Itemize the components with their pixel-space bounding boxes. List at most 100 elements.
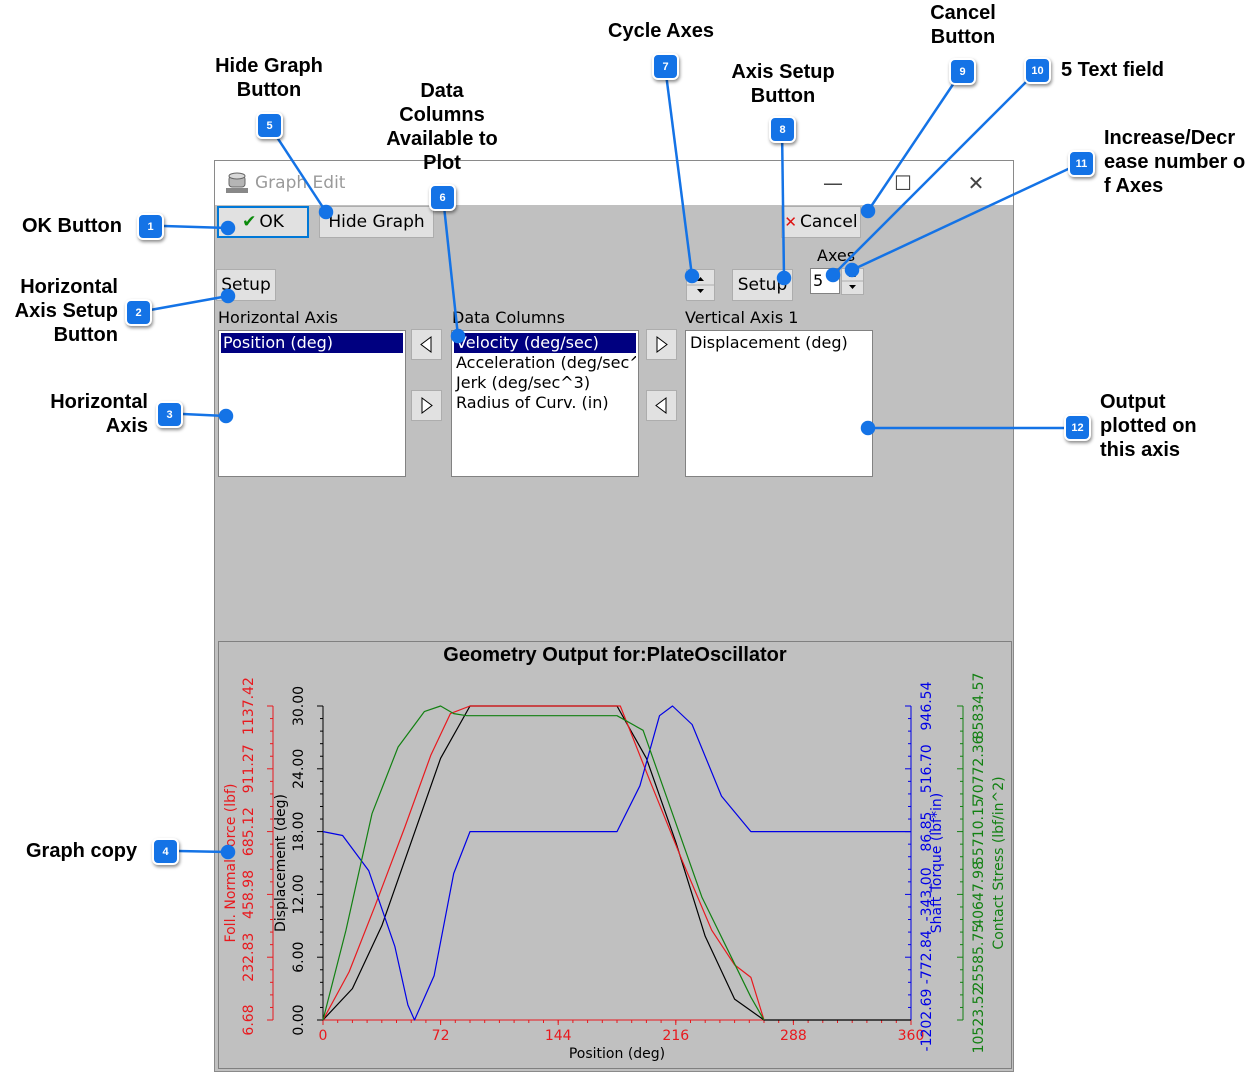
- y-tick-label: 85834.57: [971, 673, 987, 740]
- y-axis-label: Foll. Normal Force (lbf): [223, 784, 239, 943]
- y-tick-label: 1137.42: [241, 677, 257, 735]
- x-axis-label: Position (deg): [569, 1046, 665, 1062]
- up-down-arrows-icon: [842, 273, 863, 289]
- callout-text-hide-graph: Hide Graph Button: [215, 55, 323, 101]
- list-item[interactable]: Displacement (deg): [690, 333, 848, 352]
- x-tick-label: 360: [898, 1028, 925, 1044]
- remove-from-vertical-button[interactable]: [646, 390, 677, 421]
- axes-count-spinner[interactable]: [841, 268, 864, 295]
- y-tick-label: 18.00: [291, 812, 307, 852]
- horizontal-axis-setup-button[interactable]: Setup: [216, 269, 276, 301]
- vertical-axis-list[interactable]: Displacement (deg): [685, 330, 873, 477]
- callout-text-output-axis: Output plotted on this axis: [1100, 391, 1197, 461]
- data-columns-list[interactable]: Velocity (deg/sec) Acceleration (deg/sec…: [451, 330, 639, 477]
- cancel-button[interactable]: ✕ Cancel: [781, 206, 861, 238]
- callout-text-horizontal-axis: Horizontal Axis: [50, 391, 148, 437]
- list-item[interactable]: Position (deg): [221, 333, 403, 353]
- y-tick-label: 40647.98: [971, 861, 987, 928]
- left-arrow-icon: [655, 397, 667, 414]
- data-columns-title: Data Columns: [452, 308, 565, 327]
- callout-badge-5: 5: [256, 112, 283, 139]
- callout-text-data-columns: Data Columns Available to Plot: [386, 80, 498, 174]
- x-tick-label: 288: [780, 1028, 807, 1044]
- y-tick-label: 0.00: [291, 1004, 307, 1035]
- list-item[interactable]: Radius of Curv. (in): [456, 393, 609, 412]
- y-tick-label: 70772.36: [971, 735, 987, 802]
- up-down-arrows-icon: [687, 277, 714, 293]
- callout-text-ok-button: OK Button: [22, 215, 122, 237]
- maximize-button[interactable]: ☐: [894, 171, 912, 195]
- add-to-vertical-button[interactable]: [646, 329, 677, 360]
- y-tick-label: 86.85: [919, 812, 935, 852]
- vertical-axis-title: Vertical Axis 1: [685, 308, 799, 327]
- y-tick-label: -772.84: [919, 930, 935, 984]
- right-arrow-icon: [656, 336, 668, 353]
- close-button[interactable]: ✕: [967, 171, 985, 195]
- callout-badge-7: 7: [652, 53, 679, 80]
- vertical-axis-setup-button[interactable]: Setup: [732, 269, 793, 301]
- callout-badge-9: 9: [949, 58, 976, 85]
- app-logo-icon: [223, 167, 251, 197]
- cancel-x-icon: ✕: [784, 213, 797, 231]
- callout-badge-2: 2: [125, 299, 152, 326]
- x-tick-label: 0: [319, 1028, 328, 1044]
- series-line-red: [322, 705, 765, 1021]
- y-tick-label: 25585.75: [971, 924, 987, 991]
- series-line-blue: [322, 705, 911, 1021]
- move-right-button[interactable]: [411, 390, 442, 421]
- callout-badge-1: 1: [137, 213, 164, 240]
- y-axis-label: Shaft Torque (lbf*in): [929, 793, 945, 933]
- callout-badge-6: 6: [429, 184, 456, 211]
- cycle-axes-spinner[interactable]: [686, 269, 715, 301]
- minimize-button[interactable]: —: [823, 171, 843, 195]
- y-tick-label: 30.00: [291, 686, 307, 726]
- hide-graph-button[interactable]: Hide Graph: [319, 206, 434, 238]
- callout-text-text-field: 5 Text field: [1061, 59, 1164, 81]
- y-tick-label: 232.83: [241, 933, 257, 982]
- callout-badge-3: 3: [156, 401, 183, 428]
- checkmark-icon: ✔: [242, 212, 257, 232]
- y-tick-label: 911.27: [241, 744, 257, 793]
- y-tick-label: 55710.15: [971, 798, 987, 865]
- y-axis-label: Displacement (deg): [273, 794, 289, 932]
- y-tick-label: 10523.52: [971, 987, 987, 1054]
- ok-button[interactable]: ✔ OK: [217, 206, 309, 238]
- callout-badge-11: 11: [1068, 150, 1095, 177]
- callout-text-axis-setup: Axis Setup Button: [731, 61, 835, 107]
- right-arrow-icon: [421, 397, 433, 414]
- callout-text-graph-copy: Graph copy: [26, 840, 138, 862]
- y-tick-label: 12.00: [291, 874, 307, 914]
- callout-badge-4: 4: [152, 838, 179, 865]
- callout-badge-8: 8: [769, 116, 796, 143]
- window-title: Graph Edit: [255, 173, 346, 193]
- x-tick-label: 144: [545, 1028, 572, 1044]
- y-tick-label: 685.12: [241, 807, 257, 856]
- y-tick-label: 6.00: [291, 942, 307, 973]
- y-tick-label: 24.00: [291, 749, 307, 789]
- list-item[interactable]: Jerk (deg/sec^3): [456, 373, 591, 392]
- axes-label: Axes: [817, 246, 856, 265]
- callout-badge-12: 12: [1064, 414, 1091, 441]
- horizontal-axis-list[interactable]: Position (deg): [218, 330, 406, 477]
- chart-title: Geometry Output for:PlateOscillator: [443, 644, 787, 666]
- list-item[interactable]: Acceleration (deg/sec^2: [456, 353, 636, 372]
- series-line-black: [322, 705, 911, 1021]
- y-tick-label: 6.68: [241, 1004, 257, 1035]
- x-tick-label: 216: [662, 1028, 689, 1044]
- y-tick-label: 946.54: [919, 681, 935, 730]
- series-line-green: [322, 705, 765, 1021]
- callout-badge-10: 10: [1024, 57, 1051, 84]
- left-arrow-icon: [420, 336, 432, 353]
- y-tick-label: 516.70: [919, 744, 935, 793]
- ok-button-label: OK: [259, 212, 284, 232]
- y-tick-label: -1202.69: [919, 989, 935, 1052]
- callout-text-horizontal-setup: Horizontal Axis Setup Button: [14, 276, 118, 346]
- list-item[interactable]: Velocity (deg/sec): [454, 333, 636, 353]
- callout-text-cancel: Cancel Button: [930, 2, 996, 48]
- cancel-button-label: Cancel: [799, 212, 858, 232]
- axes-count-field[interactable]: 5: [810, 268, 840, 294]
- callout-text-cycle-axes: Cycle Axes: [608, 20, 714, 42]
- move-left-button[interactable]: [411, 329, 442, 360]
